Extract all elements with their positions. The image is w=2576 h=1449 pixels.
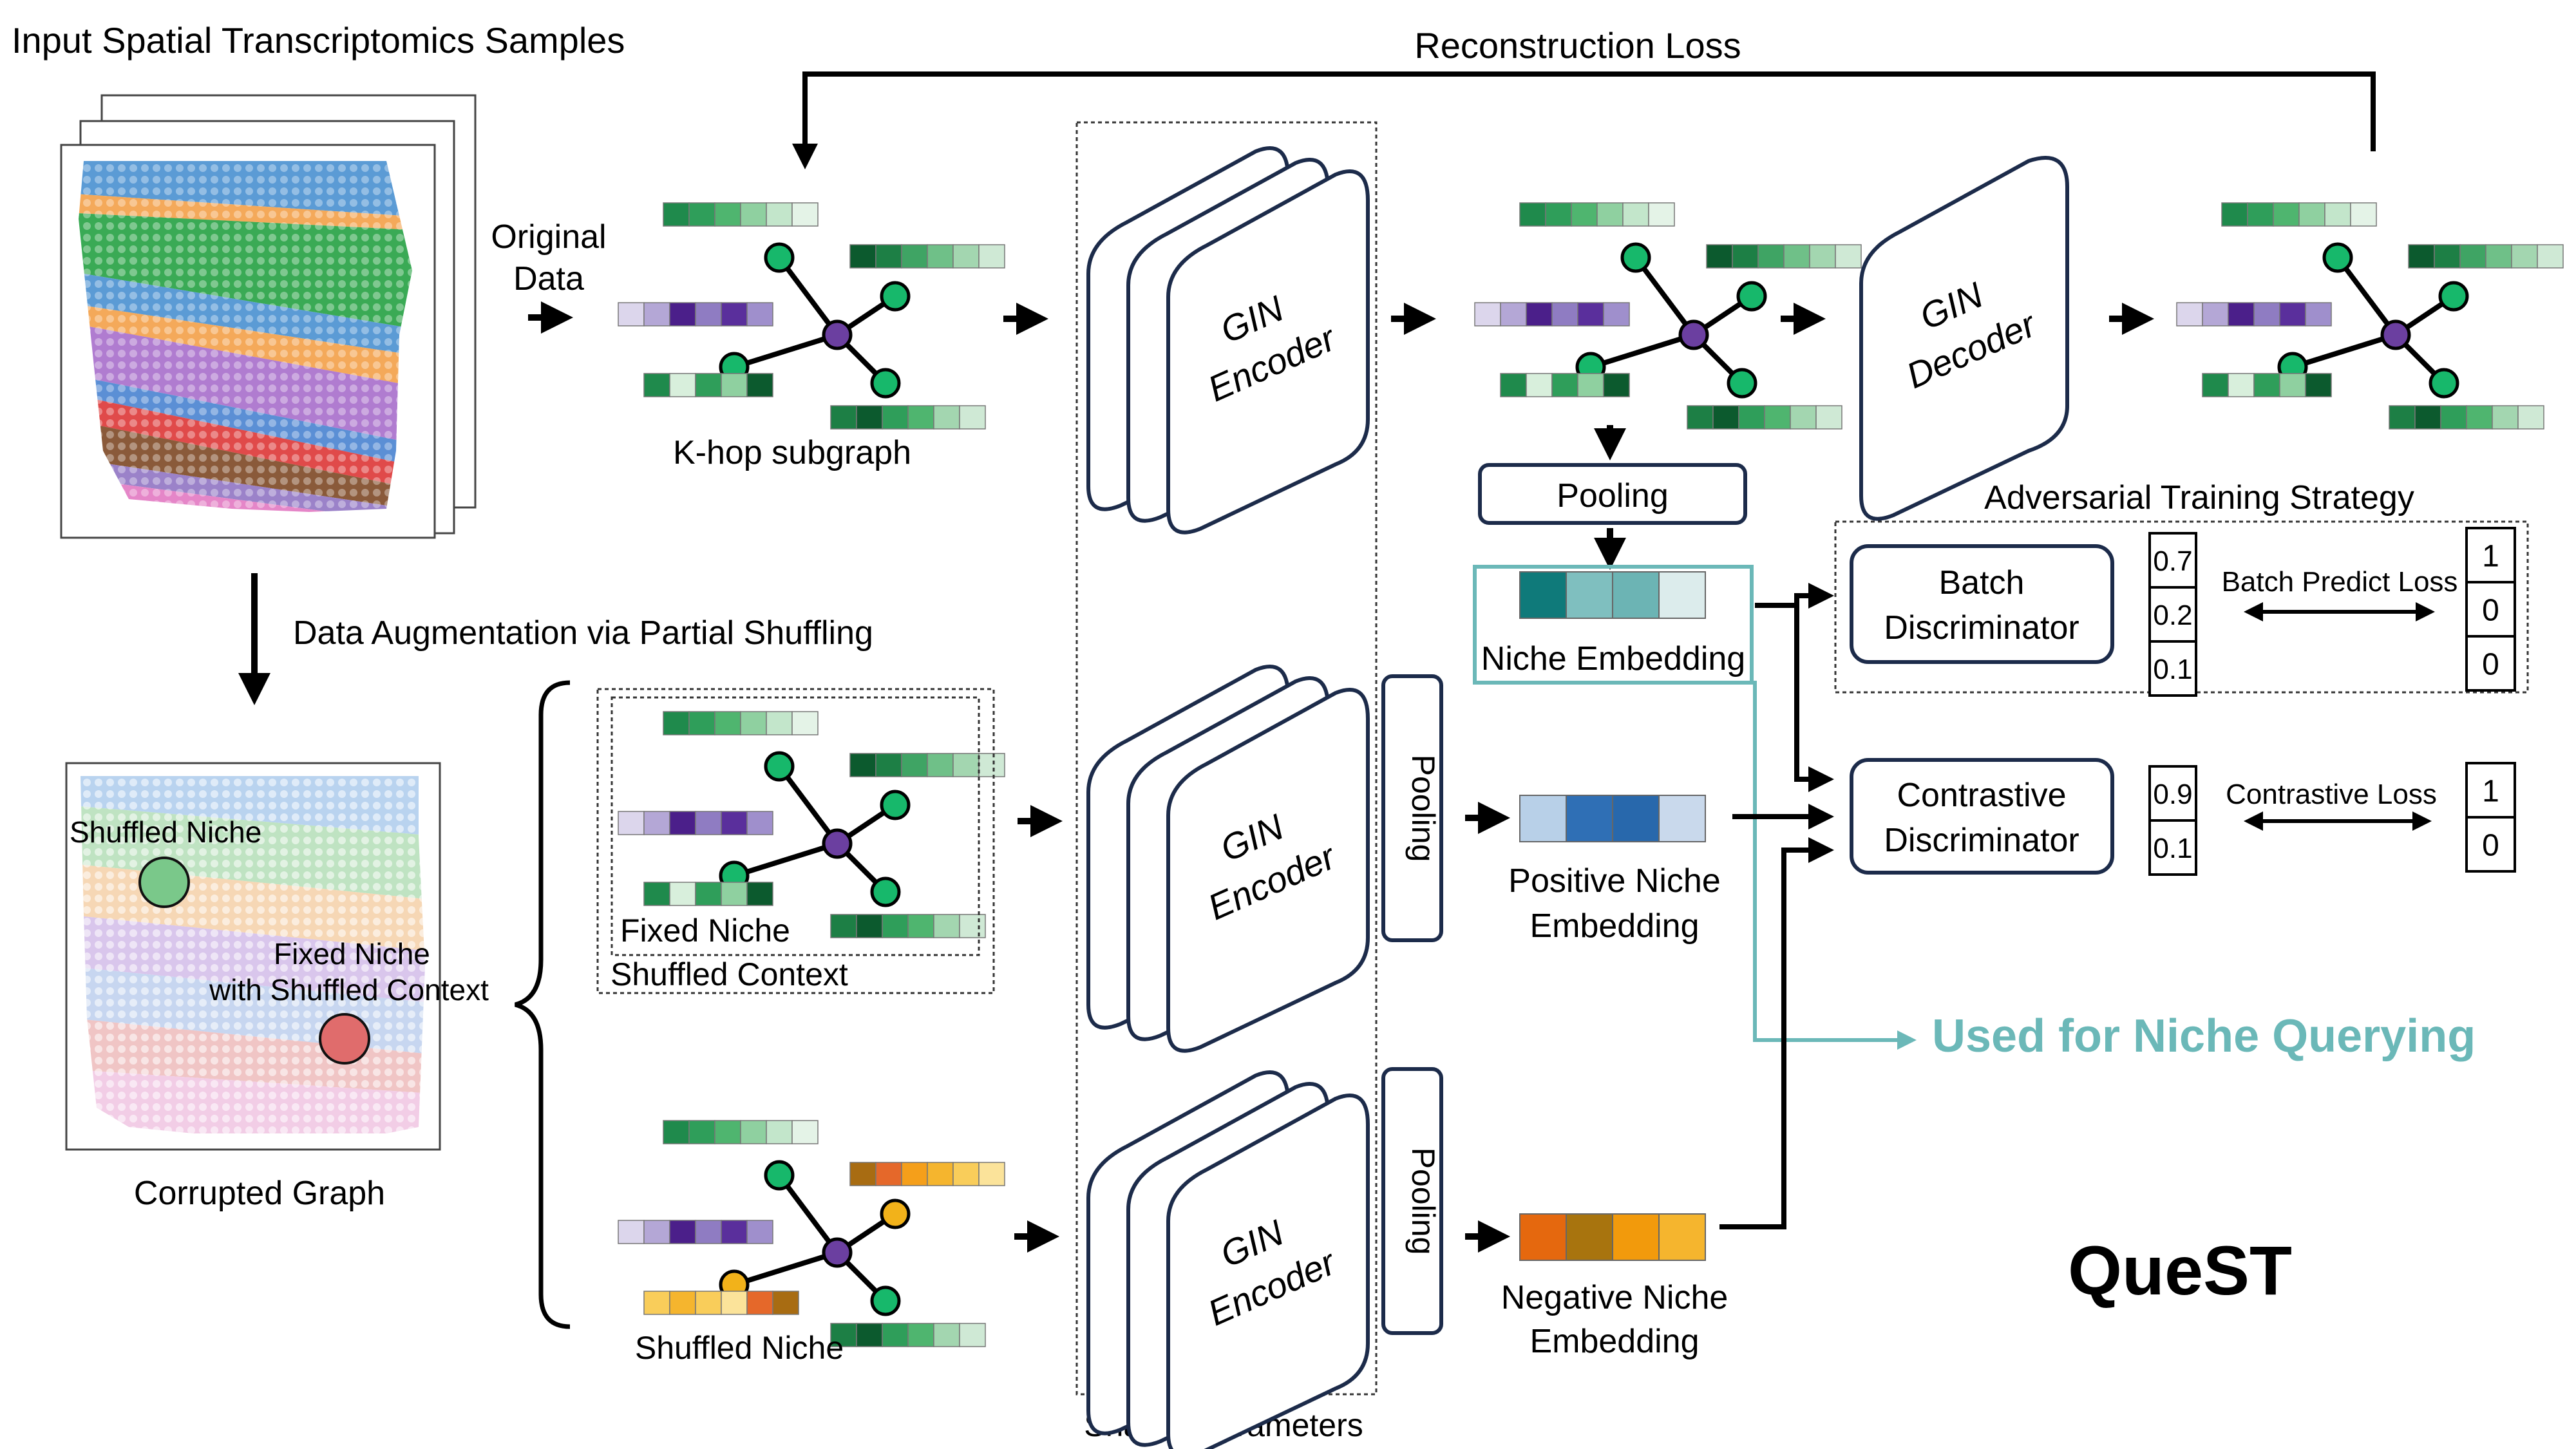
negative-embedding-vector	[1519, 1213, 1706, 1261]
corrupted-fixed-niche-context-label: with Shuffled Context	[209, 973, 489, 1007]
shuffled-niche-circle	[138, 857, 190, 908]
pooling-horizontal: Pooling	[1478, 463, 1747, 525]
subgraph-fixed-niche	[618, 711, 1005, 938]
batch-probs-cell	[2148, 532, 2197, 589]
subgraph-original	[618, 202, 1005, 430]
contrastive-discriminator: Contrastive Discriminator	[1850, 758, 2114, 875]
pooling-vertical-1: Pooling	[1381, 674, 1443, 942]
pooling-vertical-2: Pooling	[1381, 1067, 1443, 1335]
batch-line1: Batch	[1939, 564, 2025, 601]
reconstruction-loop	[792, 71, 2376, 169]
fixed-niche-box	[611, 696, 980, 956]
contrastive-targets: 10	[2465, 762, 2516, 873]
contrastive-line1: Contrastive	[1897, 777, 2067, 814]
contrastive-line2: Discriminator	[1884, 822, 2079, 859]
querying-path	[1752, 681, 1917, 1050]
contrastive-probs: 0.9 0.1	[2148, 765, 2197, 876]
augment-label: Data Augmentation via Partial Shuffling	[293, 614, 873, 652]
contrastive-targets-cell	[2465, 816, 2516, 873]
batch-discriminator: Batch Discriminator	[1850, 544, 2114, 664]
positive-embedding-vector	[1519, 795, 1706, 842]
batch-targets-cell	[2465, 635, 2516, 692]
connector-negative	[1719, 837, 1834, 1229]
contrastive-probs-value: 0.9	[2153, 779, 2192, 810]
batch-probs-value: 0.2	[2153, 600, 2192, 631]
niche-embedding-vector	[1519, 571, 1706, 619]
brand-title: QueST	[2068, 1231, 2292, 1309]
original-data-line1: Original	[491, 218, 606, 256]
context-shuffled-niche-label: Shuffled Niche	[635, 1330, 844, 1366]
batch-probs-cell	[2148, 586, 2197, 643]
pooling-vertical-1-label: Pooling	[1405, 755, 1441, 862]
k-hop-subgraph-label: K-hop subgraph	[673, 434, 911, 471]
contrastive-probs-cell	[2148, 765, 2197, 822]
corrupted-caption: Corrupted Graph	[134, 1175, 385, 1212]
contrastive-targets-value: 0	[2482, 828, 2499, 862]
batch-loss-label: Batch Predict Loss	[2222, 566, 2458, 598]
batch-probs-cell	[2148, 640, 2197, 697]
batch-targets-cell	[2465, 581, 2516, 638]
negative-line1: Negative Niche	[1501, 1279, 1728, 1316]
fixed-niche-circle	[319, 1013, 370, 1065]
context-shuffled-context-label: Shuffled Context	[611, 956, 848, 992]
batch-targets: 1 0 0	[2465, 527, 2516, 692]
sample-stack	[60, 94, 477, 539]
context-fixed-niche-label: Fixed Niche	[620, 913, 790, 949]
contrastive-targets-value: 1	[2482, 774, 2499, 808]
contrastive-probs-cell	[2148, 819, 2197, 876]
positive-line1: Positive Niche	[1508, 862, 1720, 900]
original-data-line2: Data	[513, 260, 584, 298]
contrastive-targets-cell	[2465, 762, 2516, 819]
contrastive-loss-label: Contrastive Loss	[2226, 779, 2437, 810]
negative-line2: Embedding	[1530, 1323, 1699, 1360]
batch-probs-value: 0.1	[2153, 654, 2192, 685]
shuffled-context-box	[596, 688, 995, 994]
positive-line2: Embedding	[1530, 907, 1699, 945]
pooling-horizontal-label: Pooling	[1557, 477, 1668, 515]
connector-niche-contrastive	[1794, 605, 1834, 792]
reconstruction-loss-label: Reconstruction Loss	[1414, 25, 1741, 66]
batch-line2: Discriminator	[1884, 609, 2079, 647]
connector-niche	[1755, 583, 1834, 609]
adversarial-title: Adversarial Training Strategy	[1984, 479, 2414, 516]
subgraph-shuffled-niche	[618, 1120, 1005, 1347]
batch-probs-value: 0.7	[2153, 545, 2192, 577]
niche-embedding-label: Niche Embedding	[1481, 640, 1745, 677]
querying-label: Used for Niche Querying	[1932, 1010, 2476, 1062]
shared-parameters-box	[1075, 121, 1378, 1396]
batch-targets-value: 1	[2482, 539, 2499, 573]
corrupted-graph	[65, 762, 441, 1151]
corrupted-shuffled-niche-label: Shuffled Niche	[70, 815, 261, 849]
batch-targets-value: 0	[2482, 647, 2499, 681]
corrupted-fixed-niche-label: Fixed Niche	[274, 937, 430, 971]
subgraph-encoded	[1474, 202, 1862, 430]
subgraph-reconstructed	[2176, 202, 2564, 430]
niche-embedding-box	[1473, 565, 1754, 685]
input-title: Input Spatial Transcriptomics Samples	[12, 20, 625, 61]
pooling-vertical-2-label: Pooling	[1405, 1148, 1441, 1255]
batch-probs: 0.7 0.2 0.1	[2148, 532, 2197, 697]
batch-targets-cell	[2465, 527, 2516, 583]
group-brace	[514, 680, 571, 1329]
batch-targets-value: 0	[2482, 593, 2499, 627]
contrastive-probs-value: 0.1	[2153, 833, 2192, 864]
subgraph-layer	[618, 202, 2564, 1347]
